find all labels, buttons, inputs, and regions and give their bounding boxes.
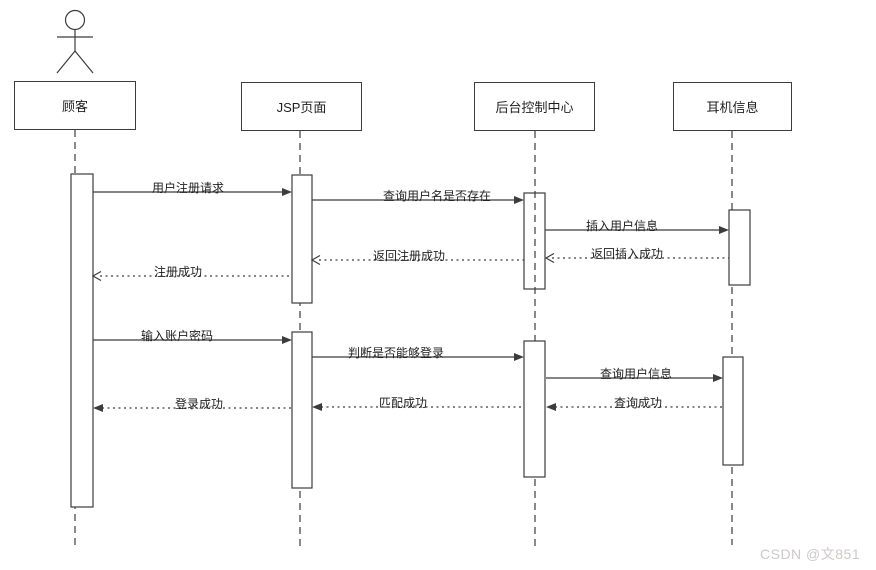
message-arrow-return-insert-success	[544, 252, 729, 264]
message-label-register-request: 用户注册请求	[151, 181, 225, 195]
activation-bar-jsp-2	[291, 331, 313, 489]
lifeline-head-backend-control-center: 后台控制中心	[474, 82, 595, 131]
message-arrow-judge-login	[312, 353, 524, 361]
lifeline-label: 顾客	[61, 99, 88, 114]
message-label-match-success: 匹配成功	[378, 396, 428, 410]
message-label-login-success: 登录成功	[174, 397, 224, 411]
message-label-enter-account-password: 输入账户密码	[140, 329, 214, 343]
message-label-insert-user-info: 插入用户信息	[585, 219, 659, 233]
activation-bar-jsp-1	[291, 174, 313, 304]
message-label-register-success: 注册成功	[153, 265, 203, 279]
activation-bar-customer	[70, 173, 94, 508]
message-arrow-match-success	[312, 403, 524, 411]
lifeline-label: JSP页面	[276, 100, 327, 115]
lifeline-head-headphone-info: 耳机信息	[673, 82, 792, 131]
message-arrow-enter-account-password	[93, 336, 292, 344]
message-label-return-insert-success: 返回插入成功	[590, 247, 664, 261]
message-arrow-register-success	[91, 270, 292, 282]
message-label-check-username: 查询用户名是否存在	[382, 189, 492, 203]
lifeline-head-customer: 顾客	[14, 81, 136, 130]
lifeline-label: 耳机信息	[706, 100, 759, 115]
message-label-query-user-info: 查询用户信息	[599, 367, 673, 381]
activation-bar-backend-1	[523, 192, 546, 290]
activation-bar-headphone-1	[728, 209, 751, 286]
message-arrow-query-success	[546, 403, 723, 411]
message-arrow-query-user-info	[546, 374, 723, 382]
message-arrow-return-register-success	[310, 254, 524, 266]
csdn-watermark: CSDN @文851	[760, 546, 861, 562]
message-label-query-success: 查询成功	[613, 396, 663, 410]
activation-bar-backend-2	[523, 340, 546, 478]
message-arrow-check-username	[312, 196, 524, 204]
message-label-return-register-success: 返回注册成功	[372, 249, 446, 263]
lifeline-label: 后台控制中心	[495, 100, 574, 115]
message-arrow-login-success	[93, 404, 292, 412]
message-label-judge-login: 判断是否能够登录	[347, 346, 445, 360]
message-arrow-insert-user-info	[545, 226, 729, 234]
lifeline-head-jsp-page: JSP页面	[241, 82, 362, 131]
actor-icon	[56, 9, 94, 74]
message-arrow-register-request	[93, 188, 292, 196]
activation-bar-headphone-2	[722, 356, 744, 466]
